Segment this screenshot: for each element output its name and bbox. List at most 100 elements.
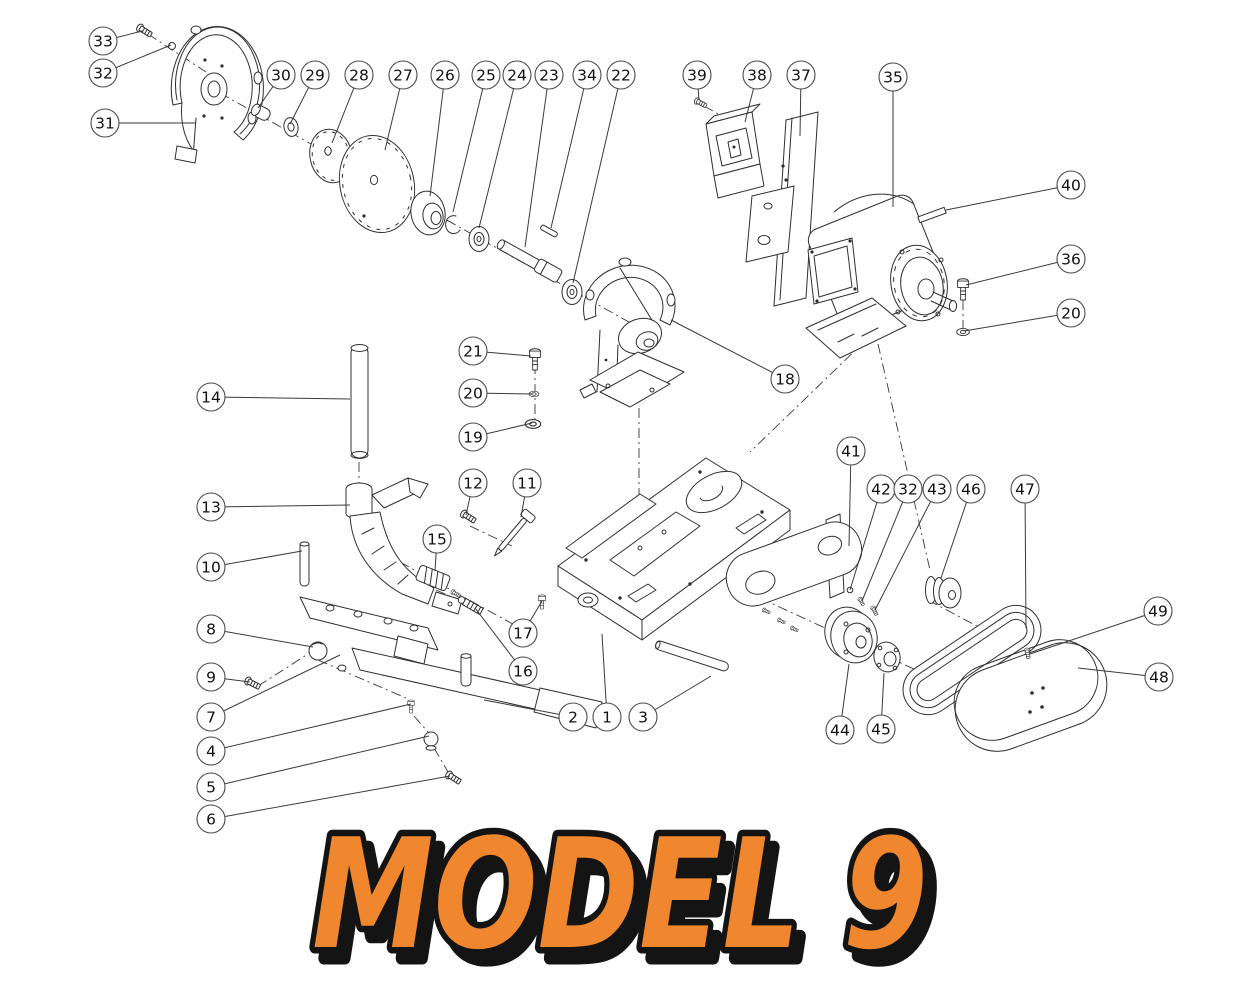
balloon-47 — [1010, 474, 1040, 504]
belt-sketch — [902, 604, 1042, 716]
balloon-number-30: 30 — [271, 67, 291, 85]
balloon-number-44: 44 — [830, 722, 850, 740]
balloon-39 — [682, 60, 712, 90]
balloon-23 — [534, 60, 564, 90]
balloon-27 — [388, 60, 418, 90]
balloon-49 — [1143, 596, 1173, 626]
balloon-20 — [458, 378, 488, 408]
leader-line-26 — [429, 74, 446, 197]
balloon-number-2: 2 — [568, 709, 578, 727]
leader-line-20 — [963, 312, 1072, 332]
balloon-number-26: 26 — [435, 67, 455, 85]
balloon-number-35: 35 — [883, 69, 903, 87]
balloon-11 — [512, 468, 542, 498]
pulleys-sketch — [824, 576, 962, 673]
balloon-36 — [1056, 244, 1086, 274]
balloon-number-19: 19 — [463, 429, 483, 447]
balloon-number-15: 15 — [427, 531, 447, 549]
leader-line-22 — [572, 74, 622, 284]
balloon-2 — [558, 702, 588, 732]
leader-line-41 — [848, 450, 852, 547]
balloon-number-17: 17 — [513, 625, 533, 643]
balloon-32 — [893, 474, 923, 504]
balloon-7 — [196, 702, 226, 732]
balloon-14 — [196, 382, 226, 412]
balloon-26 — [430, 60, 460, 90]
base-sketch — [557, 457, 791, 641]
arbor-and-wheels-sketch — [250, 103, 583, 305]
bolt-washer-stack-sketch — [524, 348, 542, 429]
support-rod-sketch — [654, 640, 729, 672]
balloon-number-7: 7 — [206, 709, 216, 727]
balloon-19 — [458, 422, 488, 452]
balloon-38 — [742, 60, 772, 90]
leader-line-46 — [940, 488, 972, 579]
lock-lever-and-screws-sketch — [457, 508, 546, 616]
leader-line-36 — [965, 258, 1072, 286]
balloon-number-48: 48 — [1149, 669, 1169, 687]
leader-line-43 — [874, 488, 938, 611]
balloon-number-20: 20 — [1061, 305, 1081, 323]
balloon-12 — [458, 468, 488, 498]
balloon-1 — [592, 702, 622, 732]
balloon-33 — [88, 26, 118, 56]
leader-line-32 — [861, 488, 909, 602]
balloon-number-46: 46 — [961, 481, 981, 499]
balloon-46 — [956, 474, 986, 504]
balloon-35 — [878, 62, 908, 92]
leader-line-25 — [452, 74, 487, 213]
balloon-15 — [422, 524, 452, 554]
leader-line-8 — [210, 628, 314, 648]
balloon-21 — [458, 336, 488, 366]
leader-line-49 — [1029, 610, 1159, 655]
balloon-number-33: 33 — [93, 33, 113, 51]
balloon-43 — [922, 474, 952, 504]
balloon-number-16: 16 — [513, 663, 533, 681]
leader-line-2 — [483, 699, 574, 718]
balloon-number-27: 27 — [393, 67, 413, 85]
leader-line-4 — [210, 703, 412, 752]
leader-line-6 — [210, 775, 451, 820]
handle-arm-sketch — [345, 344, 463, 615]
balloon-18 — [770, 364, 800, 394]
balloon-24 — [502, 60, 532, 90]
spindle-guard-sketch — [579, 257, 685, 408]
balloon-number-12: 12 — [463, 475, 483, 493]
balloon-number-24: 24 — [507, 67, 527, 85]
switch-assembly-sketch — [692, 96, 819, 307]
balloon-5 — [196, 772, 226, 802]
balloon-3 — [628, 702, 658, 732]
balloon-4 — [196, 736, 226, 766]
balloon-number-21: 21 — [463, 343, 483, 361]
balloon-number-32: 32 — [93, 65, 113, 83]
leader-line-18 — [670, 319, 786, 380]
balloon-number-10: 10 — [201, 559, 221, 577]
belt-guard-sketch — [953, 639, 1108, 752]
leader-line-23 — [524, 74, 550, 248]
model-logo: MODEL 9 MODEL 9 — [306, 800, 944, 1000]
balloon-number-39: 39 — [687, 67, 707, 85]
balloon-number-43: 43 — [927, 481, 947, 499]
wheel-guard-sketch — [134, 22, 264, 164]
balloon-number-20: 20 — [463, 385, 483, 403]
balloon-number-11: 11 — [517, 475, 537, 493]
balloon-48 — [1144, 662, 1174, 692]
balloon-45 — [866, 714, 896, 744]
model-logo-shadow: MODEL 9 — [321, 817, 937, 994]
balloon-number-31: 31 — [95, 115, 115, 133]
balloon-number-8: 8 — [206, 621, 216, 639]
balloon-number-40: 40 — [1061, 177, 1081, 195]
balloon-37 — [786, 60, 816, 90]
balloon-9 — [196, 662, 226, 692]
leader-line-7 — [210, 654, 341, 718]
balloon-number-4: 4 — [206, 743, 216, 761]
balloon-31 — [90, 108, 120, 138]
balloon-number-38: 38 — [747, 67, 767, 85]
balloon-number-37: 37 — [791, 67, 811, 85]
balloon-32 — [88, 58, 118, 88]
leader-line-47 — [1024, 488, 1027, 629]
balloon-6 — [196, 804, 226, 834]
balloon-34 — [572, 60, 602, 90]
balloon-10 — [196, 552, 226, 582]
